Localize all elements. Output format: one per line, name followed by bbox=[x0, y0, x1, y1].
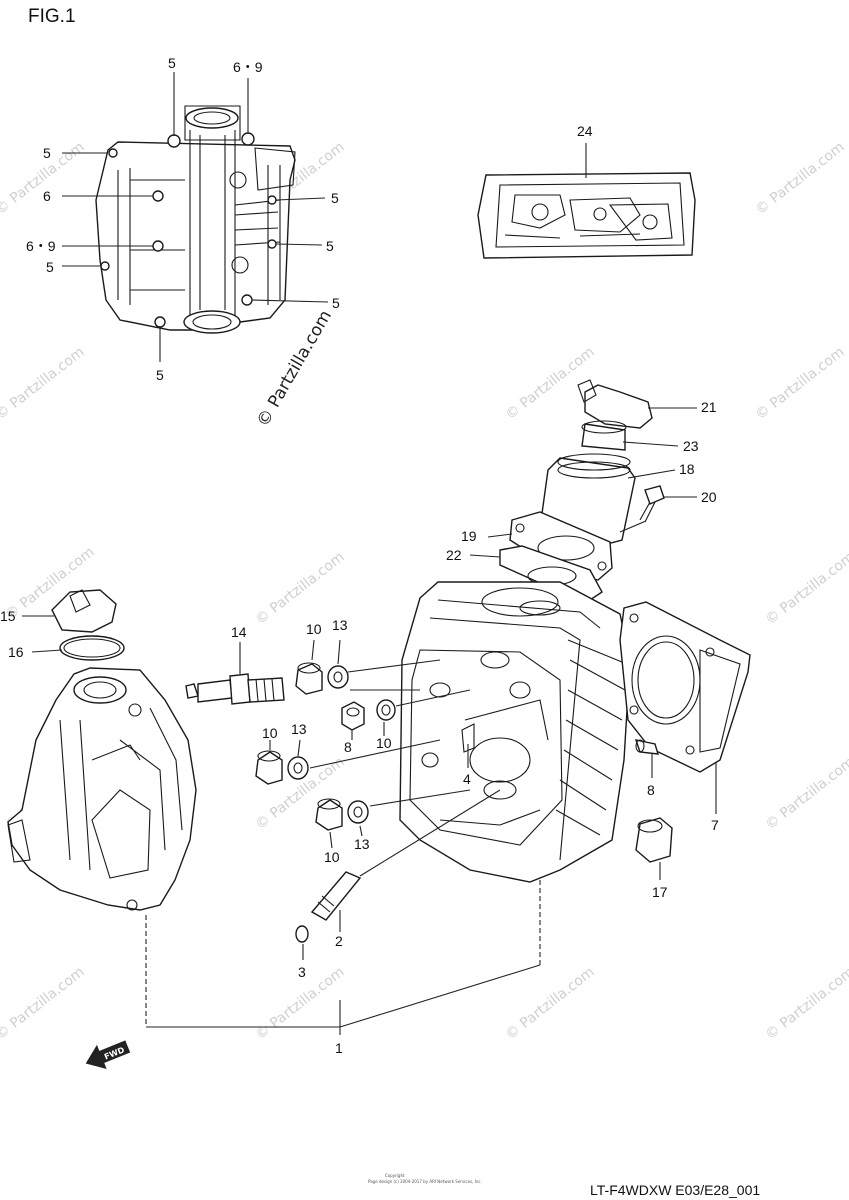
callout-5: 5 bbox=[156, 367, 164, 383]
callout-12: 10 bbox=[376, 735, 392, 751]
washer-13b bbox=[287, 756, 309, 780]
svg-text:FWD: FWD bbox=[103, 1045, 126, 1061]
cap-10c bbox=[315, 798, 343, 831]
assembly-bracket-1 bbox=[145, 880, 541, 1035]
callout-5: 5 bbox=[43, 145, 51, 161]
callout-17: 17 bbox=[652, 884, 668, 900]
callout-13: 13 bbox=[354, 836, 370, 852]
washer-13a bbox=[327, 665, 349, 689]
plug-17 bbox=[635, 817, 673, 863]
watermark-tile: © Partzilla.com bbox=[763, 549, 849, 628]
callout-14: 14 bbox=[231, 624, 247, 640]
callout-5: 5 bbox=[326, 238, 334, 254]
callout-5: 5 bbox=[46, 259, 54, 275]
watermark-tile: © Partzilla.com bbox=[0, 964, 88, 1043]
copyright-line-1: Copyright bbox=[385, 1173, 405, 1178]
callout-6-9: 6・9 bbox=[26, 238, 56, 254]
leader-lines-fasteners bbox=[269, 639, 471, 849]
callout-1: 1 bbox=[335, 1040, 343, 1056]
callout-16: 16 bbox=[8, 644, 24, 660]
cap-10b bbox=[255, 750, 283, 785]
head-cover bbox=[7, 667, 197, 911]
callout-18: 18 bbox=[679, 461, 695, 477]
diagram-code: LT-F4WDXW E03/E28_001 bbox=[590, 1182, 760, 1198]
callout-6-9: 6・9 bbox=[233, 59, 263, 75]
callout-21: 21 bbox=[701, 399, 717, 415]
callout-7: 7 bbox=[711, 817, 719, 833]
callout-23: 23 bbox=[683, 438, 699, 454]
watermark-tile: © Partzilla.com bbox=[0, 344, 88, 423]
copyright-line-2: Page design (c) 2004-2017 by ARI Network… bbox=[368, 1179, 482, 1184]
watermark-tile: © Partzilla.com bbox=[503, 344, 598, 423]
callout-8: 8 bbox=[647, 782, 655, 798]
callout-24: 24 bbox=[577, 123, 593, 139]
callout-10: 10 bbox=[306, 621, 322, 637]
figure-title: FIG.1 bbox=[28, 6, 76, 27]
watermark-tile: © Partzilla.com bbox=[763, 754, 849, 833]
filler-cap-15 bbox=[51, 589, 117, 633]
cap-10a bbox=[295, 662, 323, 695]
callout-5: 5 bbox=[331, 190, 339, 206]
callout-2: 2 bbox=[335, 933, 343, 949]
watermark-tile: © Partzilla.com bbox=[753, 139, 848, 218]
callout-10: 10 bbox=[324, 849, 340, 865]
callout-22: 22 bbox=[446, 547, 462, 563]
guide-guideline bbox=[359, 789, 501, 877]
callout-10: 10 bbox=[262, 725, 278, 741]
callout-6: 6 bbox=[43, 188, 51, 204]
intake-pipe-group bbox=[499, 379, 665, 601]
watermark-tile: © Partzilla.com bbox=[503, 964, 598, 1043]
callout-15: 15 bbox=[0, 608, 16, 624]
callout-13: 13 bbox=[332, 617, 348, 633]
cylinder-gasket-7 bbox=[619, 601, 751, 773]
watermark-tile: © Partzilla.com bbox=[753, 344, 848, 423]
front-direction-arrow-icon: FWD bbox=[85, 1040, 131, 1069]
washer-12 bbox=[376, 699, 396, 721]
guide-2 bbox=[310, 871, 362, 921]
callout-5: 5 bbox=[168, 55, 176, 71]
cylinder-head-top-view bbox=[95, 105, 296, 334]
nut-11 bbox=[341, 701, 365, 731]
washer-13c bbox=[347, 800, 369, 824]
callout-5: 5 bbox=[332, 295, 340, 311]
callout-labels: 5 6・9 5 6 6・9 5 5 5 5 5 24 21 23 18 20 1… bbox=[0, 55, 719, 1056]
leader-lines-top-left bbox=[62, 72, 329, 362]
gasket-set-24 bbox=[477, 172, 696, 259]
callout-11: 8 bbox=[344, 739, 352, 755]
callout-13: 13 bbox=[291, 721, 307, 737]
o-ring-16 bbox=[59, 635, 125, 661]
callout-4: 4 bbox=[463, 771, 471, 787]
clip-3 bbox=[295, 925, 309, 943]
cylinder-head-main bbox=[399, 581, 631, 883]
spark-plug-14 bbox=[185, 673, 285, 705]
callout-20: 20 bbox=[701, 489, 717, 505]
leader-16 bbox=[31, 649, 63, 653]
leader-lines-intake bbox=[469, 407, 697, 558]
dowel-pin-8 bbox=[634, 739, 659, 755]
watermark-tile: © Partzilla.com bbox=[763, 964, 849, 1043]
callout-19: 19 bbox=[461, 528, 477, 544]
watermark-main: © Partzilla.com bbox=[253, 307, 336, 431]
callout-3: 3 bbox=[298, 964, 306, 980]
